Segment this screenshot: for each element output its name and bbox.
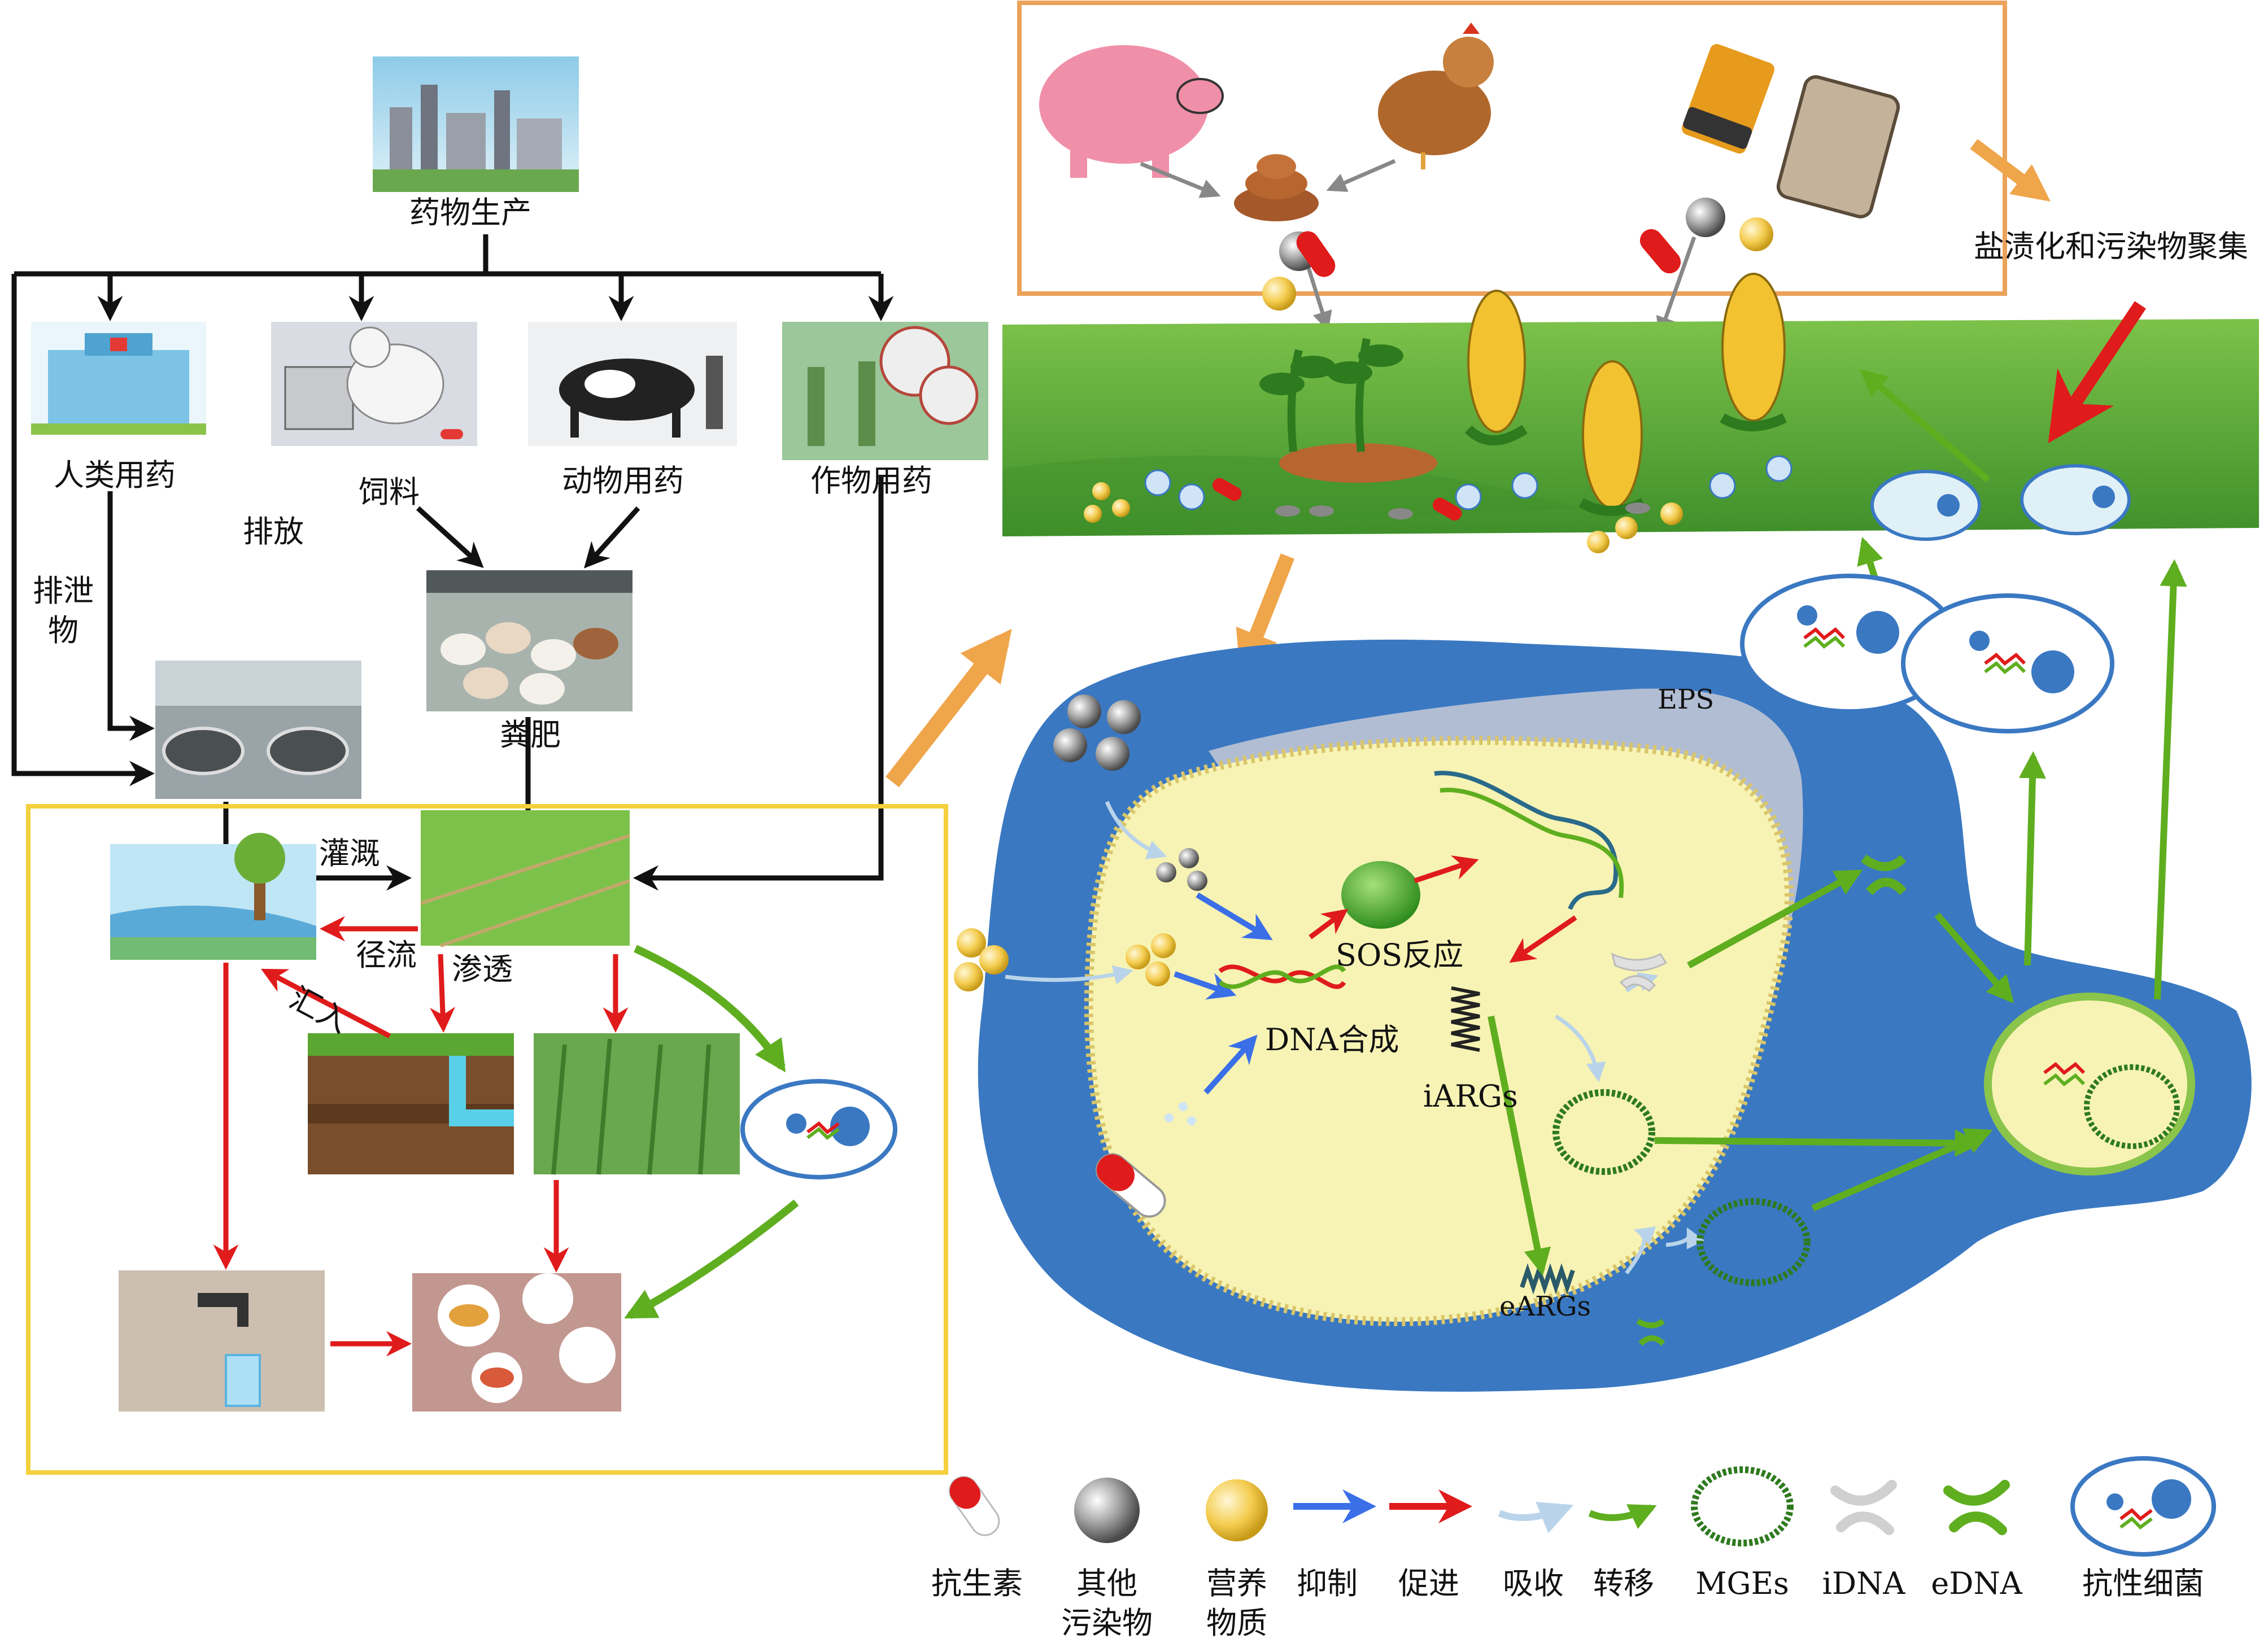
medicine-bottle-icon [1681,43,1775,154]
edna-chromosome-top [1861,854,1907,895]
label-human-medicine: 人类用药 [54,457,176,493]
label-drug-production: 药物生产 [409,195,531,230]
edna-icon [1943,1480,2010,1535]
label-discharge: 排放 [243,514,304,549]
resistant-bacterium-left [740,1079,897,1179]
crop-medicine-image [782,322,988,460]
poop-icon [1234,154,1319,221]
groundwater-image [308,1033,514,1174]
label-infiltration: 渗透 [452,951,513,987]
cell-capsule [1096,1102,1196,1218]
legend-label-antibiotic: 抗生素 [931,1566,1023,1601]
legend-label-mges: MGEs [1695,1566,1789,1601]
label-runoff: 径流 [356,937,417,973]
nutrient-ball-icon [1206,1479,1268,1541]
cell-gold-balls [954,928,1176,991]
antibiotic-capsule-icon [949,1476,1000,1536]
top-pollutant-dots [1262,198,1773,311]
chicken-icon [1378,23,1494,169]
river-image [110,833,316,960]
legend-label-other-pollutant: 其他污染物 [1061,1566,1153,1641]
food-table-image [412,1273,621,1412]
dna-strand-top [1434,771,1624,910]
red-promote-arrows-cell [1309,855,1577,963]
green-transfer-arrows-cell [1488,369,2187,1276]
rice-plants-image [534,1033,740,1175]
legend-label-idna: iDNA [1822,1566,1905,1601]
label-sos: SOS反应 [1336,937,1464,973]
label-crop-medicine: 作物用药 [810,463,932,499]
legend-label-inhibit: 抑制 [1297,1566,1358,1601]
label-excreta-line1: 排泄 [33,573,94,609]
label-salinization: 盐渍化和污染物聚集 [1974,229,2248,264]
drug-production-image [373,56,579,192]
orange-arrow-to-field [886,628,1012,788]
red-arrow-salinization [2048,301,2146,443]
paddy-field-image [420,810,630,947]
label-feed: 饲料 [359,474,420,510]
mge-plasmids [1552,1089,1811,1286]
water-soil-food-frame [26,804,948,1475]
blue-inhibit-arrows [1174,892,1273,1095]
label-animal-medicine: 动物用药 [562,463,684,499]
tap-water-image [119,1270,325,1412]
label-dna-synthesis: DNA合成 [1265,1022,1399,1058]
legend-label-transfer: 转移 [1593,1566,1654,1601]
field-bacteria [1870,464,2131,541]
human-medicine-image [31,322,206,435]
orange-arrow-salinization [1970,139,2051,202]
orange-arrow-to-eps [1236,553,1295,676]
label-excreta-line2: 物 [48,613,78,648]
other-pollutant-ball-icon [1074,1478,1140,1543]
eargs-coil [1520,1263,1575,1295]
cell-gray-balls [1053,694,1207,891]
recipient-bacterium [1984,993,2195,1176]
idna-chromosome [1611,952,1668,993]
red-promote-arrows [213,916,629,1357]
legend-label-edna: eDNA [1931,1566,2022,1601]
label-manure: 粪肥 [500,717,561,753]
label-eps: EPS [1658,684,1715,715]
dividing-bacteria [1740,574,2114,733]
fertilizer-bag-icon [1776,75,1900,219]
legend-label-absorb: 吸收 [1503,1566,1564,1601]
legend-label-nutrient: 营养物质 [1206,1566,1267,1641]
transfer-arrow-icon [1588,1504,1657,1529]
top-gray-arrows [1140,159,1696,337]
legend-label-resistant-bacteria: 抗性细菌 [2082,1566,2204,1601]
livestock-pollution-frame [1017,1,2007,296]
idna-icon [1830,1480,1897,1535]
manure-image [426,570,633,711]
pig-icon [1039,45,1224,178]
feed-image [271,322,477,446]
field-particles [1084,455,1792,553]
dna-helix [1218,964,1346,989]
sos-protein [1341,861,1420,929]
green-transfer-arrows-left [624,945,799,1319]
wastewater-plant-image [155,661,361,799]
label-irrigation: 灌溉 [319,836,380,871]
animal-medicine-image [528,322,737,446]
iargs-coil [1451,986,1480,1052]
legend-label-promote: 促进 [1398,1566,1459,1601]
resistant-bacteria-icon [2070,1456,2216,1557]
label-iargs: iARGs [1423,1078,1518,1114]
label-eargs: eARGs [1499,1291,1591,1322]
absorb-arrow-icon [1498,1501,1574,1533]
edna-chromosome-bottom [1636,1318,1665,1346]
mge-ring-icon [1691,1466,1794,1546]
